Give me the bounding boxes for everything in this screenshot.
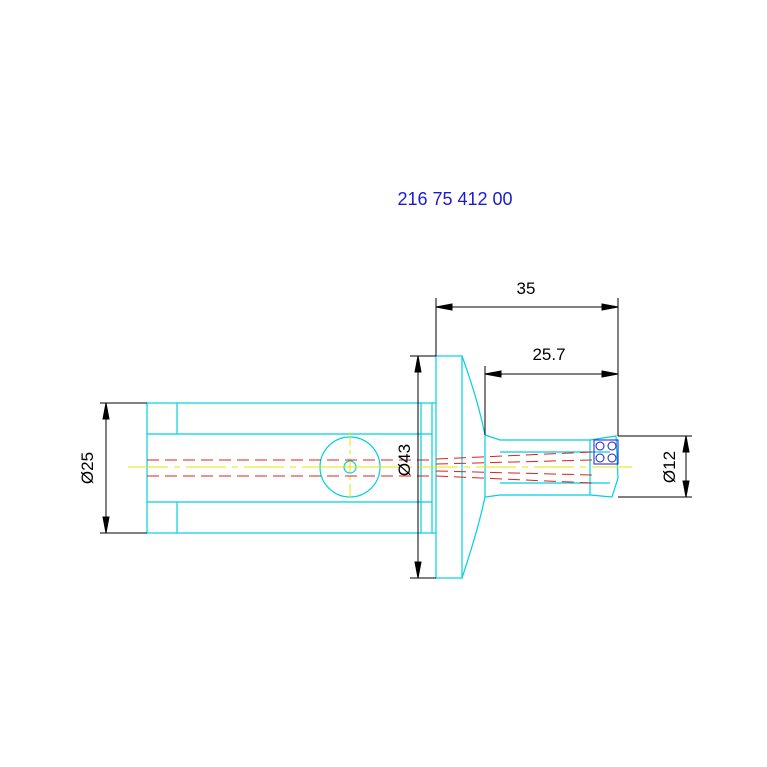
dim-shank-diameter: Ø25: [78, 452, 97, 484]
dim-tip-diameter: Ø12: [660, 451, 679, 483]
dim-overall-length: 35: [517, 279, 536, 298]
tip-detail: [593, 439, 619, 465]
hidden-lines: [147, 451, 593, 484]
center-lines: [128, 432, 632, 502]
dim-nose-length: 25.7: [532, 345, 565, 364]
shank-body: [146, 402, 433, 534]
dim-flange-diameter: Ø43: [395, 444, 414, 476]
part-number: 216 75 412 00: [397, 189, 512, 209]
dimension-lines: [100, 298, 692, 579]
nose-upper: [461, 355, 590, 441]
part-outline: [146, 355, 619, 579]
tip: [589, 435, 619, 498]
nose-lower: [461, 494, 590, 579]
